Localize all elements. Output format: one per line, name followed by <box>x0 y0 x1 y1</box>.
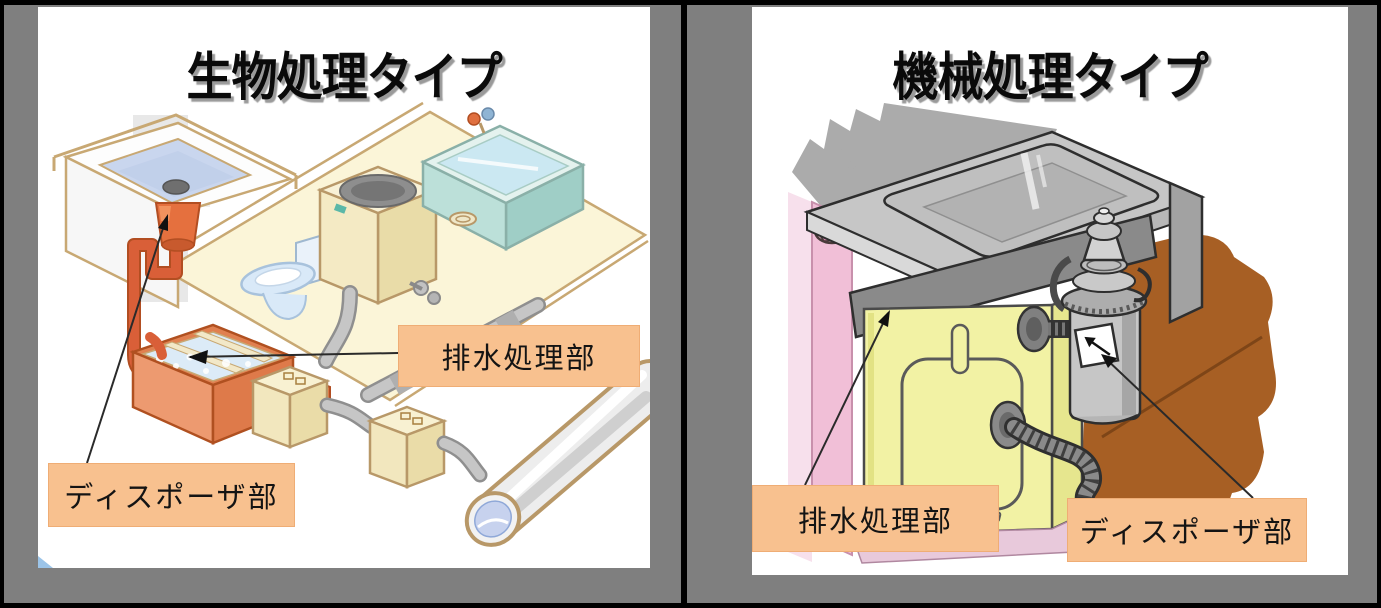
mechanical-title: 機械処理タイプ <box>892 48 1209 107</box>
biological-title: 生物処理タイプ <box>186 48 503 107</box>
mechanical-panel: 機械処理タイプ 排水処理部 ディスポーザ部 <box>752 7 1348 575</box>
leader-line-disposer <box>86 214 168 464</box>
bathtub <box>420 107 586 252</box>
biological-disposer-label: ディスポーザ部 <box>48 463 295 527</box>
biological-illustration <box>38 101 650 568</box>
leader-line-disposer <box>1101 354 1254 499</box>
floor-drain <box>449 211 477 227</box>
washing-machine <box>316 165 441 305</box>
pit-box-1 <box>249 365 331 449</box>
corner-artifact <box>38 556 53 568</box>
mechanical-illustration <box>788 103 1276 564</box>
biological-panel: 生物処理タイプ 排水処理部 ディスポーザ部 <box>38 7 650 568</box>
sewer-pipe <box>464 359 650 547</box>
mechanical-disposer-label: ディスポーザ部 <box>1067 498 1307 562</box>
pit-box-2 <box>366 405 448 489</box>
leader-line-treatment <box>804 310 890 486</box>
mechanical-treatment-label: 排水処理部 <box>752 485 999 552</box>
leader-line-treatment <box>188 350 399 364</box>
biological-treatment-label: 排水処理部 <box>398 325 640 387</box>
sink-disposer-unit <box>154 202 202 252</box>
